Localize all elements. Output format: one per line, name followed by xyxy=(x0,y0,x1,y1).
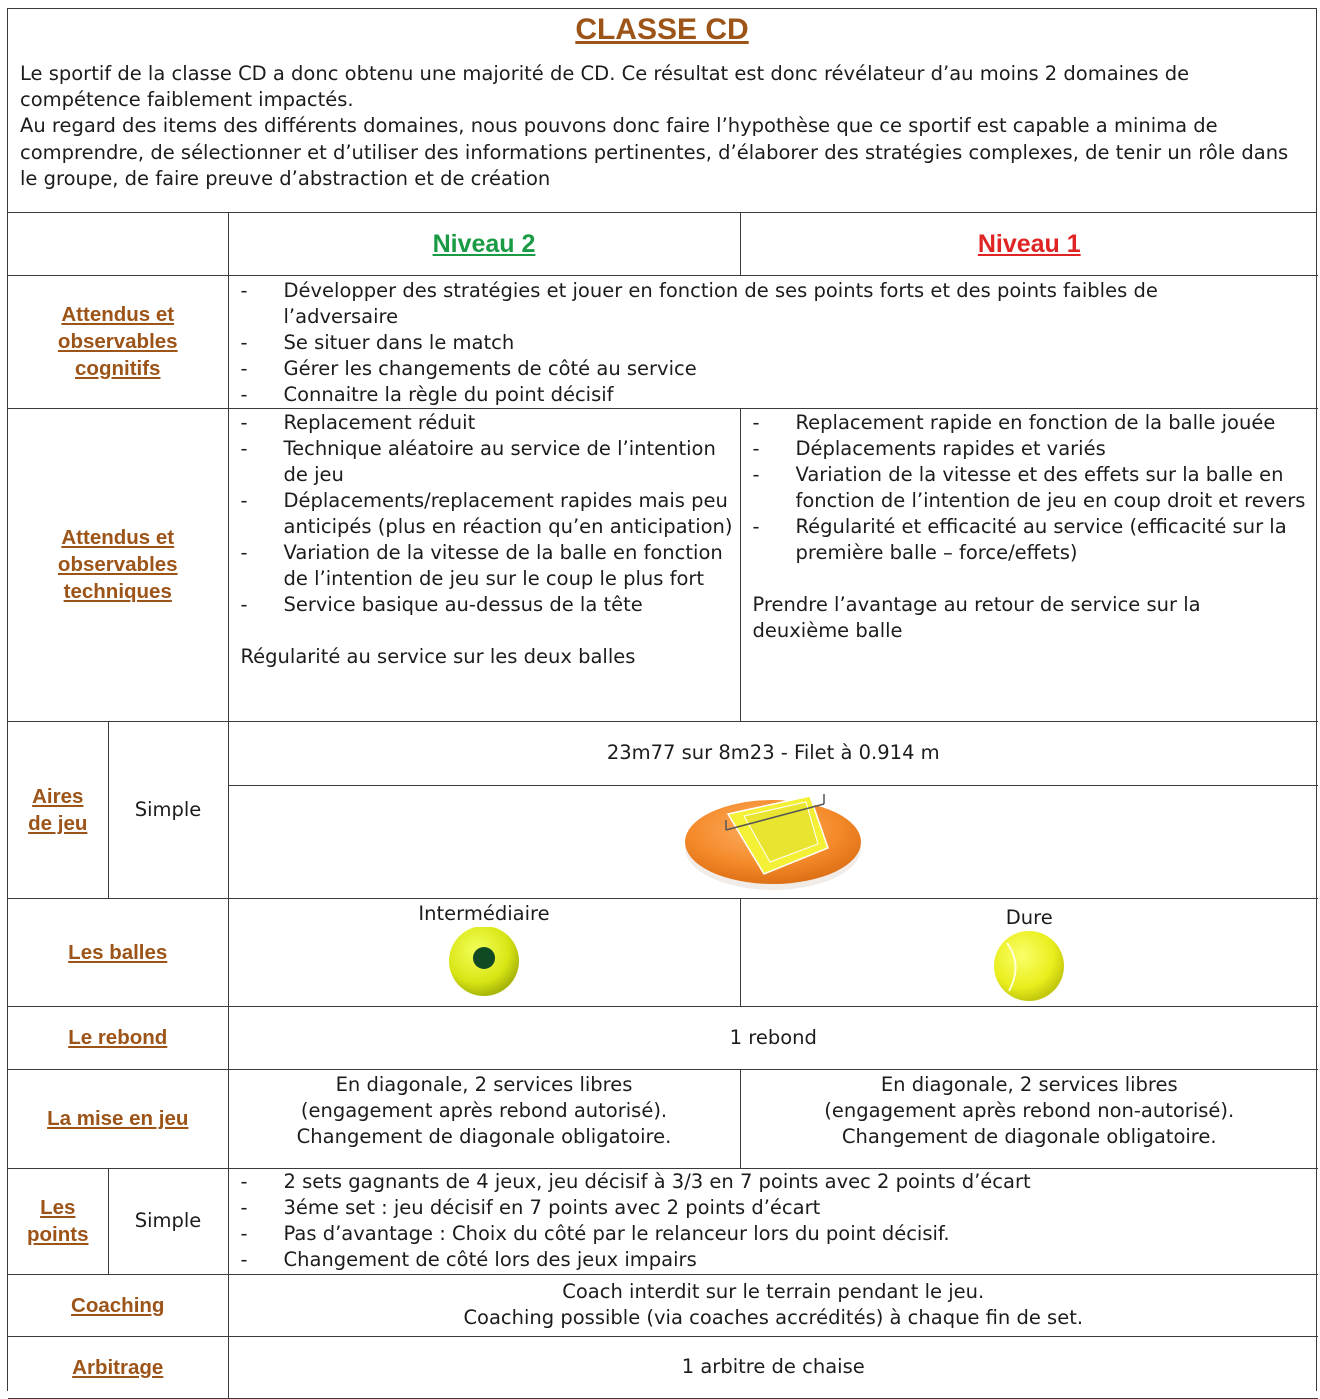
aires-dimensions: 23m77 sur 8m23 - Filet à 0.914 m xyxy=(227,720,1318,786)
level-header-row: Niveau 2 Niveau 1 xyxy=(8,213,1318,276)
aires-image-cell xyxy=(228,784,1318,899)
niveau-2-header: Niveau 2 xyxy=(227,213,741,276)
balles-niveau1-label: Dure xyxy=(1005,905,1053,929)
points-row: Les points Simple 2 sets gagnants de 4 j… xyxy=(8,1167,1319,1275)
mise-niveau1: En diagonale, 2 services libres (engagem… xyxy=(739,1068,1318,1169)
list-item: Régularité et efficacité au service (eff… xyxy=(741,514,1313,566)
header-section: CLASSE CD Le sportif de la classe CD a d… xyxy=(8,9,1316,213)
mise-line: Changement de diagonale obligatoire. xyxy=(841,1124,1217,1148)
list-item: Service basique au-dessus de la tête xyxy=(229,592,734,618)
aires-sub-label: Simple xyxy=(107,720,229,899)
cognitifs-content: Développer des stratégies et jouer en fo… xyxy=(227,274,1318,409)
list-item: Déplacements/replacement rapides mais pe… xyxy=(229,488,734,540)
list-item: Replacement rapide en fonction de la bal… xyxy=(741,410,1313,436)
aires-label: Aires de jeu xyxy=(8,720,109,899)
page-title: CLASSE CD xyxy=(575,13,749,46)
coaching-label: Coaching xyxy=(8,1273,229,1337)
document-page: CLASSE CD Le sportif de la classe CD a d… xyxy=(7,8,1318,1399)
techniques-row: Attendus et observables techniques Repla… xyxy=(8,407,1318,722)
niveau-1-header: Niveau 1 xyxy=(739,213,1318,276)
empty-header-cell xyxy=(8,213,229,276)
list-item: Déplacements rapides et variés xyxy=(741,436,1313,462)
list-item: Gérer les changements de côté au service xyxy=(229,356,1239,382)
aires-dimensions-row: Aires de jeu Simple 23m77 sur 8m23 - Fil… xyxy=(8,720,1318,899)
mise-row: La mise en jeu En diagonale, 2 services … xyxy=(8,1068,1318,1169)
list-item: Changement de côté lors des jeux impairs xyxy=(229,1247,1319,1273)
mise-line: En diagonale, 2 services libres xyxy=(335,1072,633,1096)
green-dot-ball-icon xyxy=(449,926,519,996)
points-sub-label: Simple xyxy=(107,1167,229,1275)
list-item: Se situer dans le match xyxy=(229,330,1239,356)
arbitrage-label: Arbitrage xyxy=(8,1335,229,1399)
intro-paragraph: Au regard des items des différents domai… xyxy=(20,114,1289,190)
list-item: Technique aléatoire au service de l’inte… xyxy=(229,436,734,488)
list-item: 3éme set : jeu décisif en 7 points avec … xyxy=(229,1195,1319,1221)
coaching-line: Coach interdit sur le terrain pendant le… xyxy=(562,1280,985,1303)
intro-paragraph: Le sportif de la classe CD a donc obtenu… xyxy=(20,62,1190,112)
tennis-court-icon xyxy=(685,793,862,890)
balles-row: Les balles Intermédiaire Dure xyxy=(8,897,1318,1007)
mise-niveau2: En diagonale, 2 services libres (engagem… xyxy=(227,1068,741,1169)
techniques-niveau2-note: Régularité au service sur les deux balle… xyxy=(240,644,636,668)
balles-label: Les balles xyxy=(8,897,229,1007)
mise-line: Changement de diagonale obligatoire. xyxy=(296,1124,672,1148)
arbitrage-value: 1 arbitre de chaise xyxy=(227,1335,1318,1399)
coaching-row: Coaching Coach interdit sur le terrain p… xyxy=(8,1273,1318,1337)
list-item: Développer des stratégies et jouer en fo… xyxy=(229,278,1239,330)
intro-text: Le sportif de la classe CD a donc obtenu… xyxy=(20,61,1310,192)
list-item: Pas d’avantage : Choix du côté par le re… xyxy=(229,1221,1319,1247)
techniques-niveau2: Replacement réduit Technique aléatoire a… xyxy=(227,407,741,722)
aires-image-row xyxy=(8,784,1318,899)
list-item: 2 sets gagnants de 4 jeux, jeu décisif à… xyxy=(229,1169,1319,1195)
rebond-row: Le rebond 1 rebond xyxy=(8,1005,1318,1070)
mise-line: (engagement après rebond non-autorisé). xyxy=(824,1098,1235,1122)
coaching-line: Coaching possible (via coaches accrédité… xyxy=(463,1306,1084,1329)
points-content: 2 sets gagnants de 4 jeux, jeu décisif à… xyxy=(227,1167,1319,1275)
rebond-label: Le rebond xyxy=(8,1005,229,1070)
mise-line: (engagement après rebond autorisé). xyxy=(300,1098,668,1122)
cognitifs-label: Attendus et observables cognitifs xyxy=(8,274,229,409)
techniques-niveau1: Replacement rapide en fonction de la bal… xyxy=(739,407,1318,722)
balles-niveau1: Dure xyxy=(739,897,1318,1007)
balles-niveau2: Intermédiaire xyxy=(227,897,741,1007)
yellow-ball-icon xyxy=(994,930,1065,1001)
cognitifs-row: Attendus et observables cognitifs Dévelo… xyxy=(8,274,1318,409)
mise-label: La mise en jeu xyxy=(8,1068,229,1169)
rebond-value: 1 rebond xyxy=(227,1005,1318,1070)
techniques-niveau1-note: Prendre l’avantage au retour de service … xyxy=(752,592,1201,642)
coaching-content: Coach interdit sur le terrain pendant le… xyxy=(227,1273,1318,1337)
arbitrage-row: Arbitrage 1 arbitre de chaise xyxy=(8,1335,1318,1399)
rules-table: Niveau 2 Niveau 1 Attendus et observable… xyxy=(8,213,1318,1399)
mise-line: En diagonale, 2 services libres xyxy=(880,1072,1178,1096)
list-item: Connaitre la règle du point décisif xyxy=(229,382,1239,408)
list-item: Variation de la vitesse et des effets su… xyxy=(741,462,1313,514)
points-label: Les points xyxy=(8,1167,109,1275)
balles-niveau2-label: Intermédiaire xyxy=(418,901,550,925)
list-item: Variation de la vitesse de la balle en f… xyxy=(229,540,734,592)
list-item: Replacement réduit xyxy=(229,410,734,436)
techniques-label: Attendus et observables techniques xyxy=(8,407,229,722)
